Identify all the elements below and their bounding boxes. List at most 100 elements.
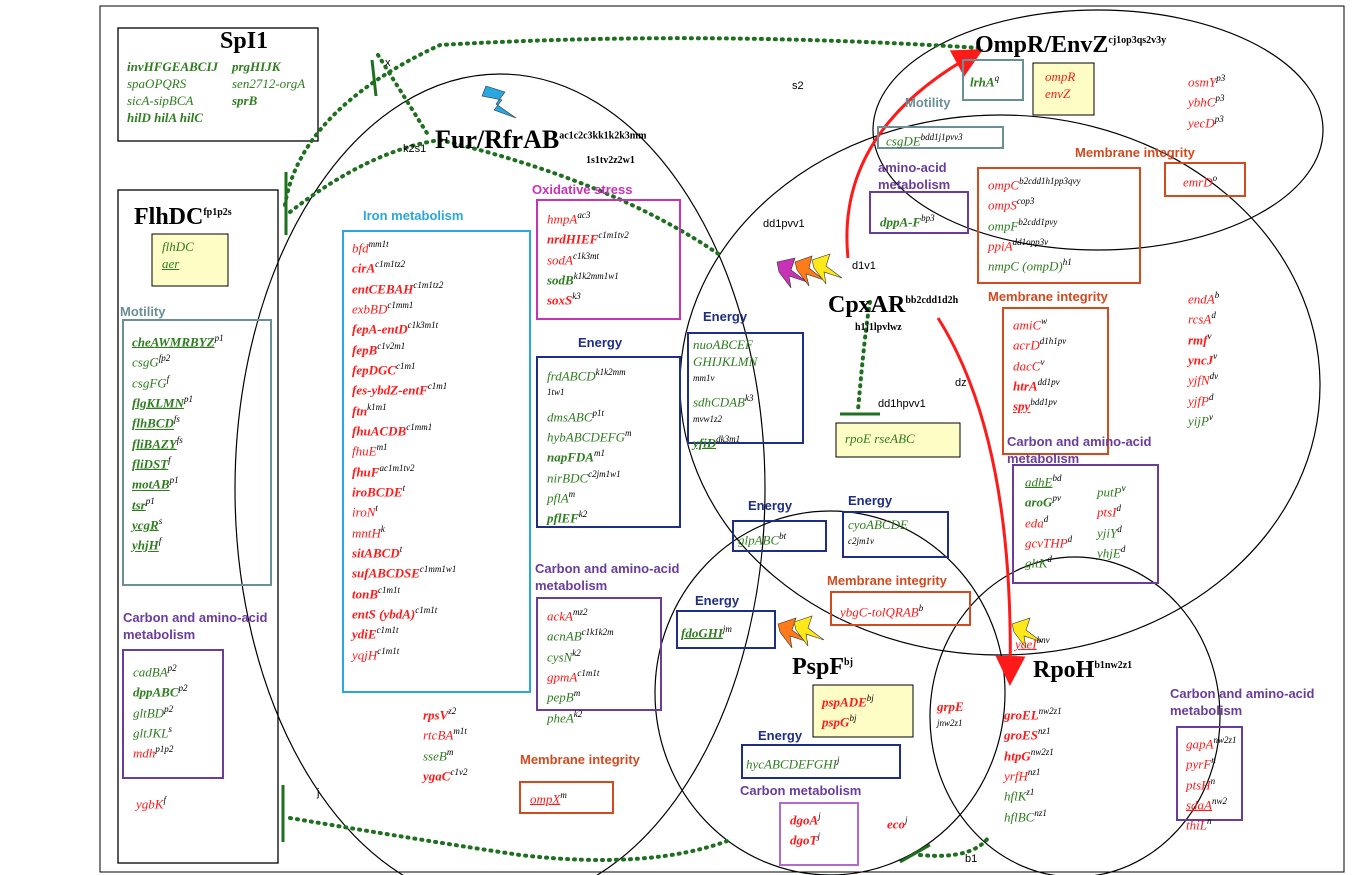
gene-item: sdhCDABk3 [693, 390, 757, 410]
gene-item: dacCv [1013, 354, 1066, 374]
gene-item: aroGpv [1025, 490, 1072, 510]
gene-name: sitABCD [352, 545, 400, 561]
gene-regulator-code: bdd1pv [1030, 397, 1057, 408]
gene-item: fes-ybdZ-entFc1m1 [352, 378, 456, 398]
gene-regulator-code: dd1opp3v [1012, 236, 1049, 247]
gene-name: dacC [1013, 357, 1041, 373]
gene-name: sodA [547, 251, 573, 267]
gene-item: pspADEbj [822, 690, 874, 710]
rpoh-title: RpoHb1nw2z1 [1033, 657, 1133, 683]
gene-regulator-code: c1m1t [376, 625, 399, 636]
gene-regulator-code: c1mm1w1 [419, 564, 457, 575]
gene-item: lrhAq [970, 70, 999, 90]
gene-regulator-code: t [402, 482, 406, 493]
gene-regulator-code: c1v2m1 [377, 340, 406, 351]
gene-regulator-code: m [573, 688, 581, 699]
gene-name: ompF [988, 217, 1019, 233]
gene-regulator-code: v [1040, 356, 1045, 367]
gene-item: frdABCDk1k2mm [547, 364, 631, 384]
cpxar-title: CpxARbb2cdd1d2h [828, 292, 959, 318]
gene-regulator-code: p2 [178, 683, 188, 694]
gene-name: dppABC [133, 684, 179, 700]
gene-item: sufABCDSEc1mm1w1 [352, 561, 456, 581]
gene-name: cheAWMRBYZ [132, 334, 215, 350]
gene-name: rtcBA [423, 727, 454, 743]
fdo-genes: fdoGHIjm [681, 621, 732, 641]
gene-regulator-code: c1m1t [415, 604, 438, 615]
fur-membrane-heading: Membrane integrity [520, 752, 640, 767]
gene-name: yhjE [1097, 545, 1121, 561]
gene-name: hflBC [1004, 808, 1035, 824]
rpoh-ellipse [929, 556, 1221, 875]
gene-name: gltJKL [133, 725, 169, 741]
fur-energy-heading: Energy [578, 335, 623, 350]
gene-item: hflKz1 [1004, 784, 1062, 804]
gene-name: ppiA [988, 238, 1013, 254]
gene-name: fdoGHI [681, 625, 723, 641]
gene-regulator-code: nz1 [1027, 766, 1041, 777]
gene-name: glpABC [738, 532, 780, 548]
fur-title-sup2: 1s1tv2z2w1 [586, 155, 635, 166]
gene-regulator-code: c1mm1 [406, 421, 433, 432]
gene-name: GHIJKLMN [693, 354, 758, 369]
gene-regulator-code: c1m1t [378, 584, 401, 595]
gene-name: gpmA [547, 669, 578, 685]
gene-name: yijP [1188, 413, 1209, 429]
ompr-amino-heading: amino-acid metabolism [878, 160, 951, 192]
gene-name: pepB [547, 689, 574, 705]
gene-name: yrfH [1004, 768, 1028, 784]
gene-regulator-code: 1tw1 [547, 387, 565, 398]
gene-name: htpG [1004, 747, 1031, 763]
gene-item: yrfHnz1 [1004, 764, 1062, 784]
gene-name: tsr [132, 496, 146, 512]
gene-name: hmpA [547, 211, 578, 227]
gene-regulator-code: dd1pv [1037, 376, 1060, 387]
gene-item: tonBc1m1t [352, 582, 456, 602]
gene-item: rmfv [1188, 328, 1219, 348]
gene-item: exbBDc1mm1 [352, 297, 456, 317]
gene-item: invHFGEABCIJ [127, 58, 218, 75]
fdo-energy-heading: Energy [695, 593, 740, 608]
gene-regulator-code: p3 [1214, 113, 1224, 124]
gene-name: cyoABCDE [848, 517, 908, 532]
gene-regulator-code: dk3m1 [716, 433, 741, 444]
gene-item: yijPv [1188, 409, 1219, 429]
gene-item: yhjEd [1097, 541, 1126, 561]
gene-item: jnw2z1 [937, 715, 964, 735]
gene-name: gltK [1025, 555, 1048, 571]
gene-regulator-code: t [399, 543, 403, 554]
gene-regulator-code: b [1214, 290, 1220, 300]
gene-item: flhBCDfs [132, 411, 224, 431]
gene-item: csgDEbdd1j1pvv3 [886, 129, 963, 149]
gene-item: ygaCc1v2 [423, 764, 467, 784]
gene-item: 1tw1 [547, 384, 631, 404]
gene-item: mvw1z2 [693, 411, 757, 431]
ompr-ellipse [872, 9, 1324, 251]
gene-name: pyrF [1186, 756, 1212, 772]
gene-name: gcvTHP [1025, 535, 1068, 551]
gene-item: pepBm [547, 685, 614, 705]
gene-item: gcvTHPd [1025, 531, 1072, 551]
gene-regulator-code: v [1121, 483, 1126, 493]
psp-cpx-membrane-genes: ybgC-tolQRABb [840, 600, 923, 620]
gene-regulator-code: h1 [1062, 257, 1072, 268]
gene-item: sitABCDt [352, 541, 456, 561]
gene-regulator-code: d [1208, 391, 1214, 402]
gene-name: eco [887, 816, 906, 832]
gene-item: csgGfp2 [132, 350, 224, 370]
gene-regulator-code: f [168, 454, 171, 465]
gene-item: cirAc1m1tz2 [352, 256, 456, 276]
gene-name: rmf [1188, 331, 1208, 347]
gene-name: sodB [547, 272, 574, 288]
gene-item: spaOPQRS [127, 75, 218, 92]
edge-label-x: x [385, 57, 391, 69]
gene-name: ptsI [1097, 504, 1117, 520]
